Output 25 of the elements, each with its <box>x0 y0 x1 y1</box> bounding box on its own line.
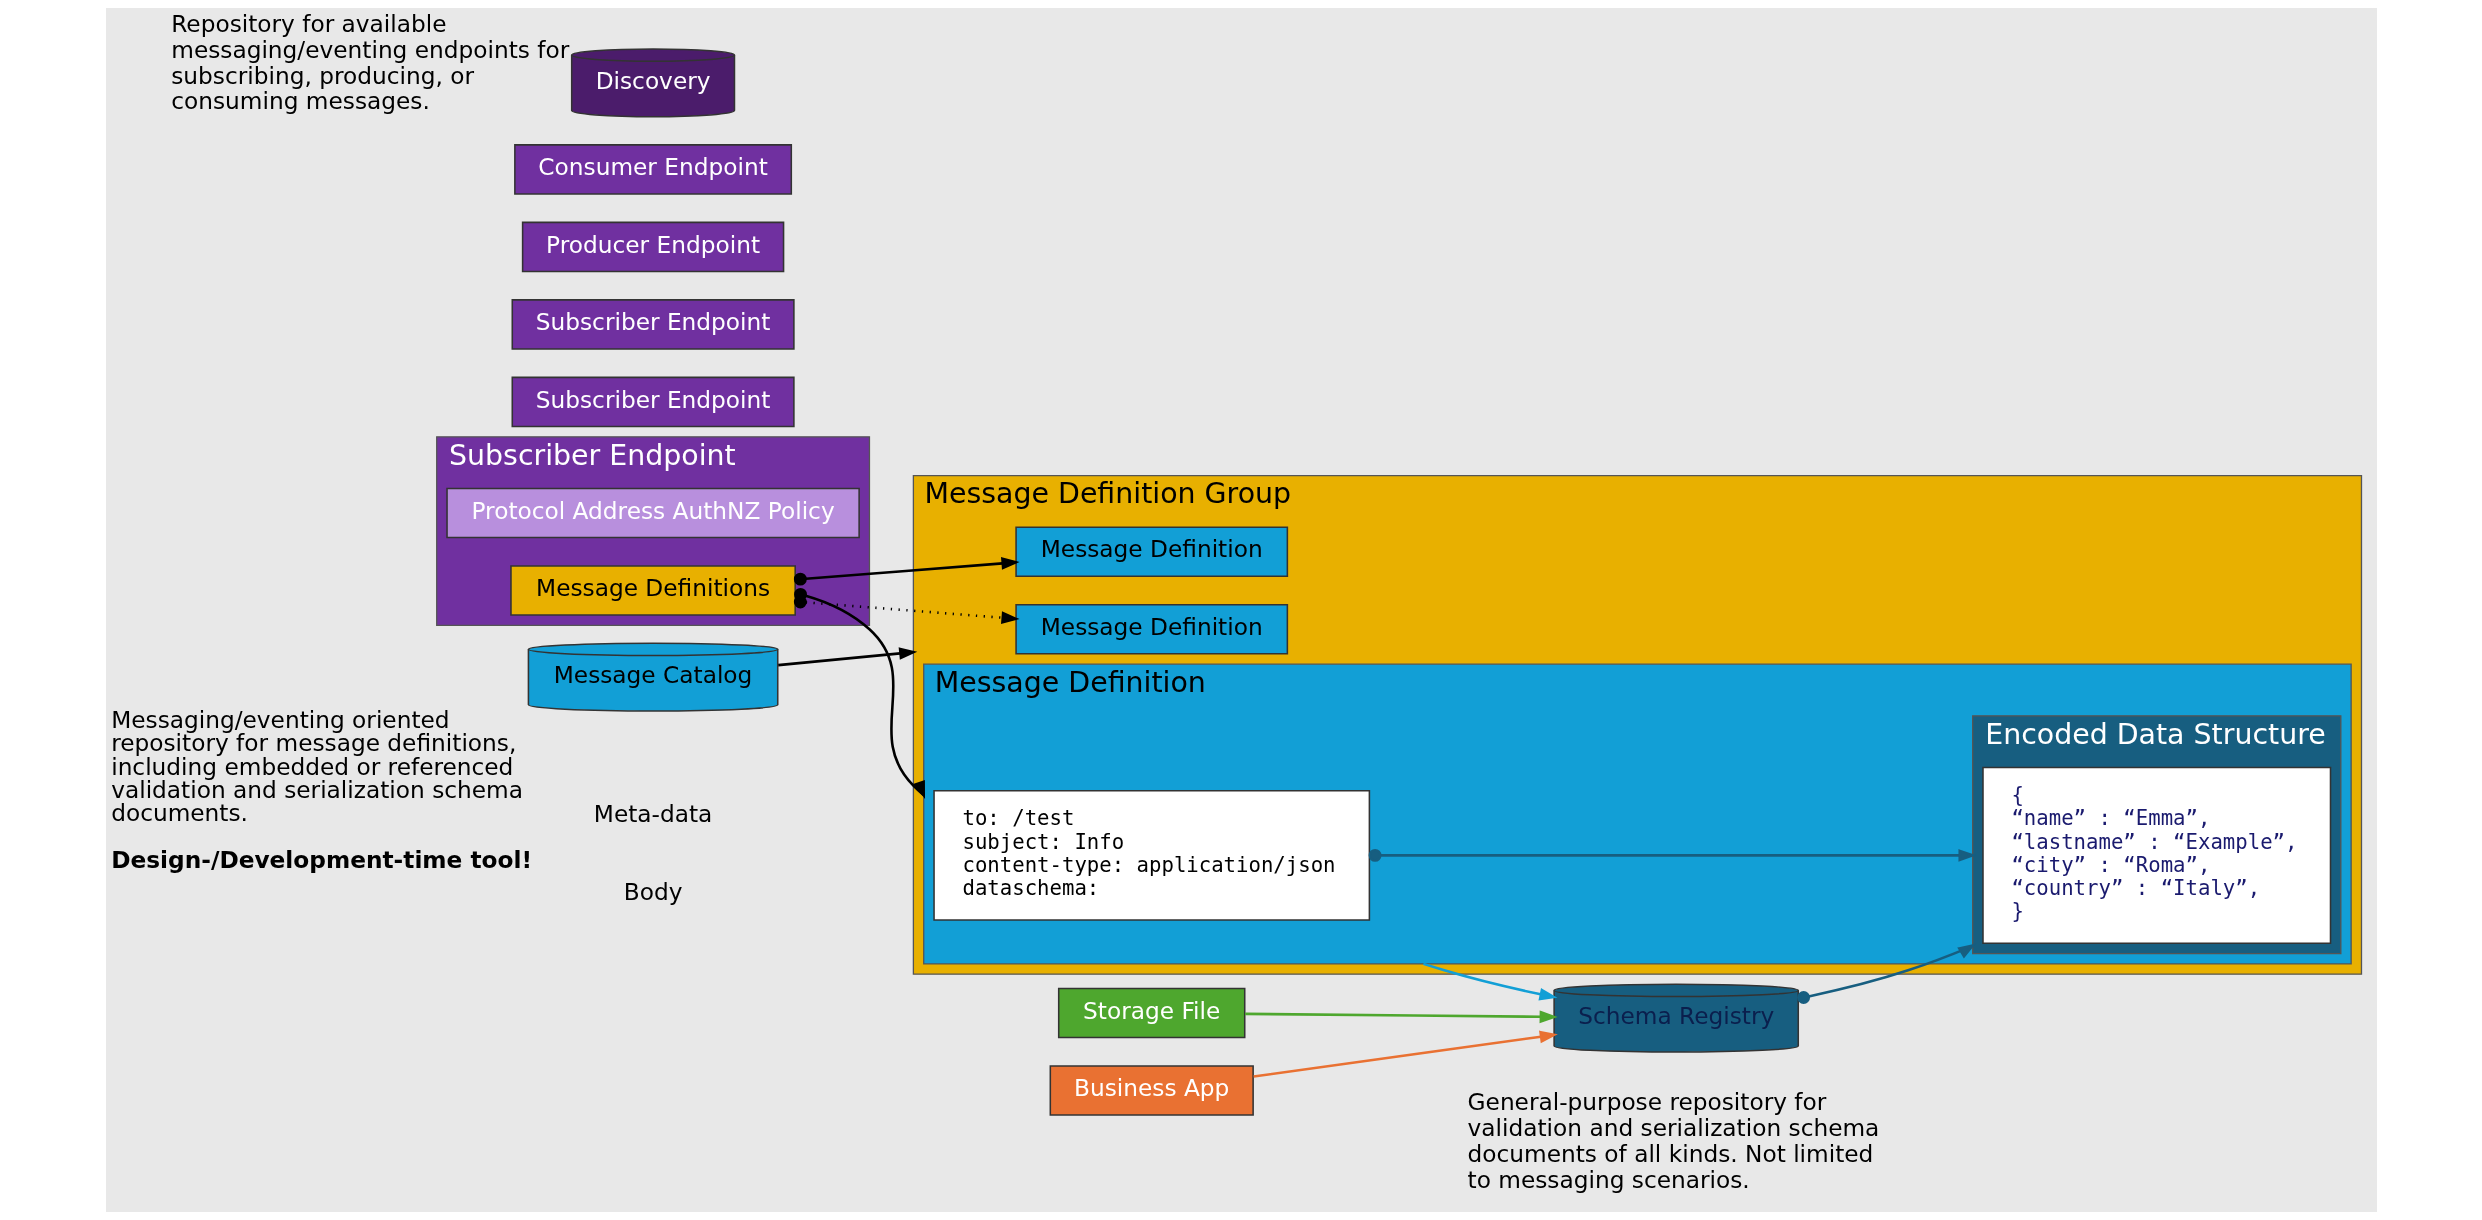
node-box: Producer Endpoint <box>521 221 784 273</box>
node-box: Storage File <box>1057 987 1245 1039</box>
label: Body <box>623 877 682 905</box>
arrow <box>793 557 1020 586</box>
node-box: Message Definitions <box>509 565 796 616</box>
arrow <box>1368 848 1977 862</box>
node-box: Message Definition <box>1014 526 1288 578</box>
node-box: Business App <box>1049 1065 1254 1116</box>
arrow <box>1796 943 1976 1004</box>
arrow <box>1244 1010 1558 1024</box>
node-box: Subscriber Endpoint <box>511 376 795 428</box>
node-label: Repository for available messaging/eventing endpoints for subscribing, producing, or consuming messages. <box>170 9 569 115</box>
node-label: Design-/Development-time tool! <box>110 845 532 873</box>
arrow <box>777 647 917 667</box>
node-box: Message Definition <box>1014 604 1288 655</box>
node-box: Subscriber Endpoint <box>511 299 795 350</box>
node-box: { “name” : “Emma”, “lastname” : “Example”, “city” : “Roma”, “country” : “Italy”, } <box>1981 766 2331 944</box>
node-box: Consumer Endpoint <box>513 144 792 195</box>
arrow <box>1422 962 1557 1001</box>
node-box: Protocol Address AuthNZ Policy <box>445 487 860 539</box>
label: Meta-data <box>593 800 712 828</box>
node-label: General-purpose repository for validation and serialization schema documents of all kinds. Not limited to messaging scenarios. <box>1467 1088 1879 1193</box>
node-label: Messaging/eventing oriented repository for message definitions, including embedded or referenced validation and serialization schema documents. <box>110 706 523 827</box>
node-box: to: /test subject: Info content-type: application/json dataschema: <box>932 790 1370 921</box>
arrow <box>1252 1030 1558 1078</box>
